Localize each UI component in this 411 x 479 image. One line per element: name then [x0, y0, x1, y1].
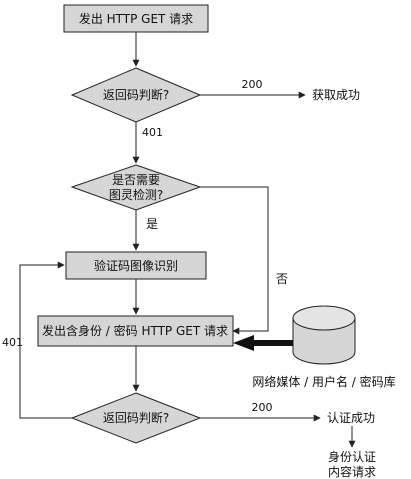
label-200-bottom: 200	[252, 401, 273, 414]
edge-no-to-send	[200, 186, 269, 335]
label-401-left: 401	[2, 336, 23, 349]
start-box-label: 发出 HTTP GET 请求	[79, 11, 193, 26]
next-step-line2: 内容请求	[328, 464, 376, 479]
label-200-top: 200	[242, 78, 263, 91]
send-auth-label: 发出含身份 / 密码 HTTP GET 请求	[42, 323, 228, 338]
label-yes: 是	[146, 217, 158, 231]
turing-check-line2: 图灵检测?	[109, 187, 163, 202]
thick-arrow-db-to-send	[233, 335, 293, 351]
check-code-2-label: 返回码判断?	[103, 410, 169, 425]
next-step-line1: 身份认证	[328, 449, 376, 464]
outcome-success-2: 认证成功	[327, 411, 375, 425]
captcha-box: 验证码图像识别	[65, 251, 207, 280]
database-cylinder	[292, 305, 356, 365]
captcha-box-label: 验证码图像识别	[94, 258, 178, 273]
label-no: 否	[276, 272, 288, 286]
check-code-diamond-1: 返回码判断?	[70, 67, 202, 123]
turing-check-line1: 是否需要	[112, 173, 160, 187]
database-label: 网络媒体 / 用户名 / 密码库	[252, 374, 395, 389]
start-box: 发出 HTTP GET 请求	[63, 4, 209, 33]
outcome-success-1: 获取成功	[312, 88, 360, 102]
edge-401-loop	[19, 261, 72, 419]
check-code-diamond-2: 返回码判断?	[70, 392, 202, 444]
label-401-top: 401	[142, 126, 163, 139]
send-auth-box: 发出含身份 / 密码 HTTP GET 请求	[37, 315, 234, 347]
check-code-1-label: 返回码判断?	[103, 87, 169, 102]
turing-check-diamond: 是否需要 图灵检测?	[70, 164, 202, 211]
